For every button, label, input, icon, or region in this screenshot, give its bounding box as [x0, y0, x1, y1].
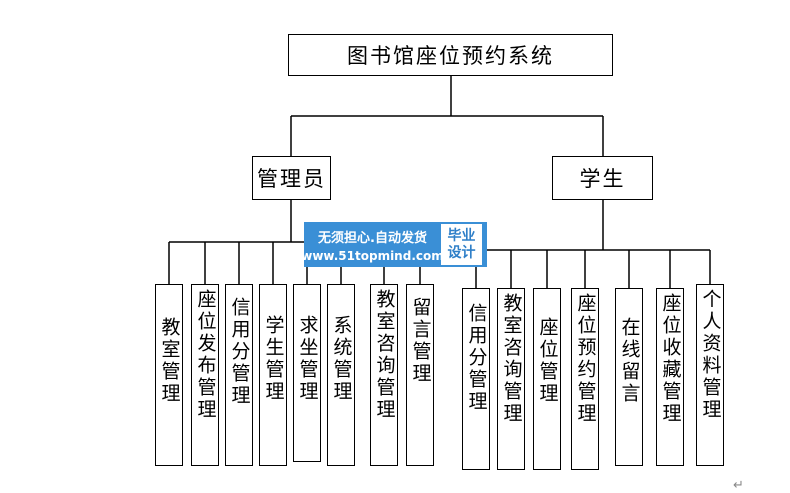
admin-leaf-label: 教室管理	[158, 317, 181, 405]
admin-leaf-label: 学生管理	[262, 315, 285, 403]
branch-student-node: 学生	[552, 156, 653, 200]
student-leaf: 座位收藏管理	[656, 288, 684, 466]
admin-leaf: 教室咨询管理	[370, 284, 398, 466]
student-leaf: 在线留言	[615, 288, 643, 466]
paragraph-mark-icon: ↵	[733, 478, 744, 493]
student-leaf: 座位预约管理	[571, 288, 599, 470]
watermark-banner: 无须担心.自动发货 www.51topmind.com 毕业 设计	[301, 222, 487, 267]
admin-leaf-label: 座位发布管理	[194, 289, 217, 421]
admin-leaf-label: 留言管理	[409, 297, 432, 385]
watermark-badge-line2: 设计	[447, 244, 476, 261]
student-leaf-label: 信用分管理	[465, 303, 488, 413]
student-leaf-label: 个人资料管理	[699, 289, 722, 421]
watermark-text: 无须担心.自动发货 www.51topmind.com	[301, 222, 444, 267]
student-leaf-label: 在线留言	[618, 317, 641, 405]
student-leaf-label: 教室咨询管理	[500, 293, 523, 425]
admin-leaf: 留言管理	[406, 284, 434, 466]
root-node-label: 图书馆座位预约系统	[347, 44, 554, 68]
branch-admin-node: 管理员	[252, 156, 331, 200]
admin-leaf-label: 求坐管理	[296, 315, 319, 403]
branch-student-label: 学生	[579, 167, 626, 191]
admin-leaf-label: 教室咨询管理	[373, 289, 396, 421]
admin-leaf: 座位发布管理	[191, 284, 219, 466]
admin-leaf: 求坐管理	[293, 284, 321, 462]
watermark-badge-line1: 毕业	[447, 228, 476, 245]
student-leaf: 个人资料管理	[696, 284, 724, 466]
watermark-line2: www.51topmind.com	[301, 248, 444, 263]
admin-leaf: 教室管理	[155, 284, 183, 466]
student-leaf-label: 座位管理	[536, 317, 559, 405]
admin-leaf: 信用分管理	[225, 284, 253, 466]
student-leaf: 座位管理	[533, 288, 561, 470]
admin-leaf-label: 信用分管理	[228, 297, 251, 407]
student-leaf-label: 座位预约管理	[574, 293, 597, 425]
root-node: 图书馆座位预约系统	[288, 34, 613, 76]
student-leaf: 教室咨询管理	[497, 288, 525, 470]
branch-admin-label: 管理员	[257, 167, 326, 191]
student-leaf: 信用分管理	[462, 288, 490, 470]
watermark-badge: 毕业 设计	[441, 224, 482, 265]
admin-leaf-label: 系统管理	[330, 315, 353, 403]
student-leaf-label: 座位收藏管理	[659, 293, 682, 425]
watermark-line1: 无须担心.自动发货	[318, 230, 427, 246]
admin-leaf: 学生管理	[259, 284, 287, 466]
admin-leaf: 系统管理	[327, 284, 355, 466]
